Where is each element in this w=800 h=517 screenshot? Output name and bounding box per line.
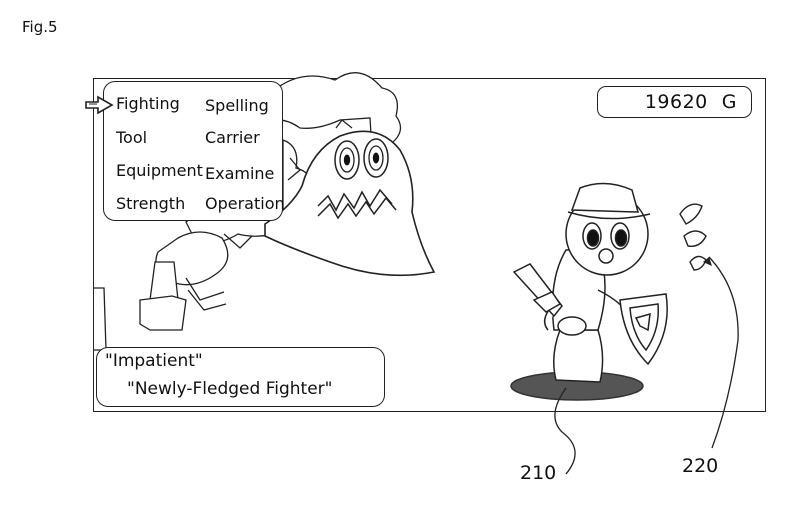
menu-item-tool[interactable]: Tool [116, 128, 148, 147]
sweat-splash-effect [679, 203, 707, 271]
title-line-2: "Newly-Fledged Fighter" [127, 379, 333, 399]
tree-branches [185, 119, 353, 311]
gold-counter: 19620 G [597, 86, 752, 118]
reference-numeral-220: 220 [682, 455, 719, 477]
menu-item-strength[interactable]: Strength [116, 194, 186, 213]
command-menu: Fighting Spelling Tool Carrier Equipment… [103, 81, 285, 221]
enemy-blob-monster [264, 130, 436, 277]
reference-numeral-210: 210 [520, 462, 557, 484]
title-line-1: "Impatient" [105, 351, 203, 371]
menu-item-equipment[interactable]: Equipment [116, 161, 203, 180]
menu-item-examine[interactable]: Examine [205, 164, 275, 183]
menu-item-fighting[interactable]: Fighting [116, 94, 180, 113]
arrow-head [703, 257, 712, 266]
pointing-hand-icon [85, 95, 114, 115]
hero-character [510, 182, 668, 401]
menu-item-operation[interactable]: Operation [205, 194, 285, 213]
figure-label: Fig.5 [22, 18, 58, 36]
gold-unit: G [721, 91, 737, 113]
menu-item-carrier[interactable]: Carrier [205, 128, 260, 147]
player-title-box: "Impatient" "Newly-Fledged Fighter" [96, 347, 385, 407]
reference-leader-lines [554, 256, 739, 475]
gold-amount: 19620 [644, 91, 708, 113]
menu-item-spelling[interactable]: Spelling [205, 96, 269, 115]
